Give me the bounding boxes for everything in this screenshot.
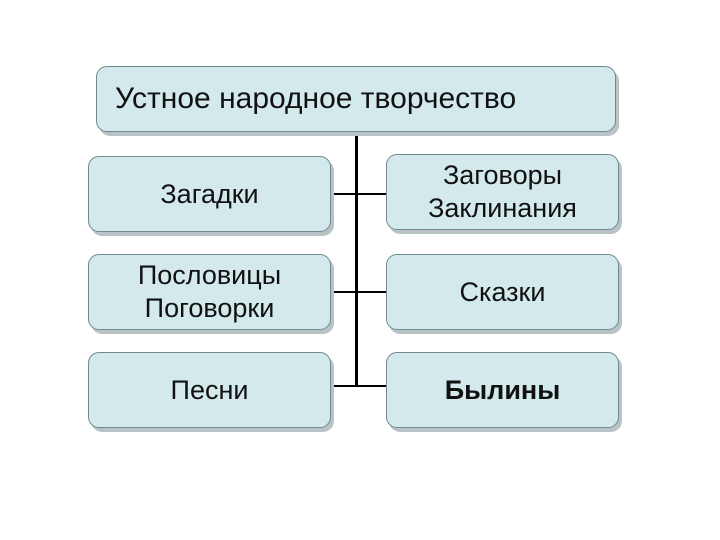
node-songs: Песни	[88, 352, 331, 428]
node-riddles: Загадки	[88, 156, 331, 232]
branch-line-left-3	[331, 385, 357, 387]
trunk-line	[355, 132, 358, 386]
node-fairy-tales: Сказки	[386, 254, 619, 330]
branch-line-left-1	[331, 193, 357, 195]
root-node: Устное народное творчество	[96, 66, 616, 132]
branch-line-left-2	[331, 291, 357, 293]
node-byliny: Былины	[386, 352, 619, 428]
node-charms-spells: Заговоры Заклинания	[386, 154, 619, 230]
branch-line-right-1	[356, 193, 386, 195]
branch-line-right-3	[356, 385, 386, 387]
node-proverbs-sayings: Пословицы Поговорки	[88, 254, 331, 330]
branch-line-right-2	[356, 291, 386, 293]
